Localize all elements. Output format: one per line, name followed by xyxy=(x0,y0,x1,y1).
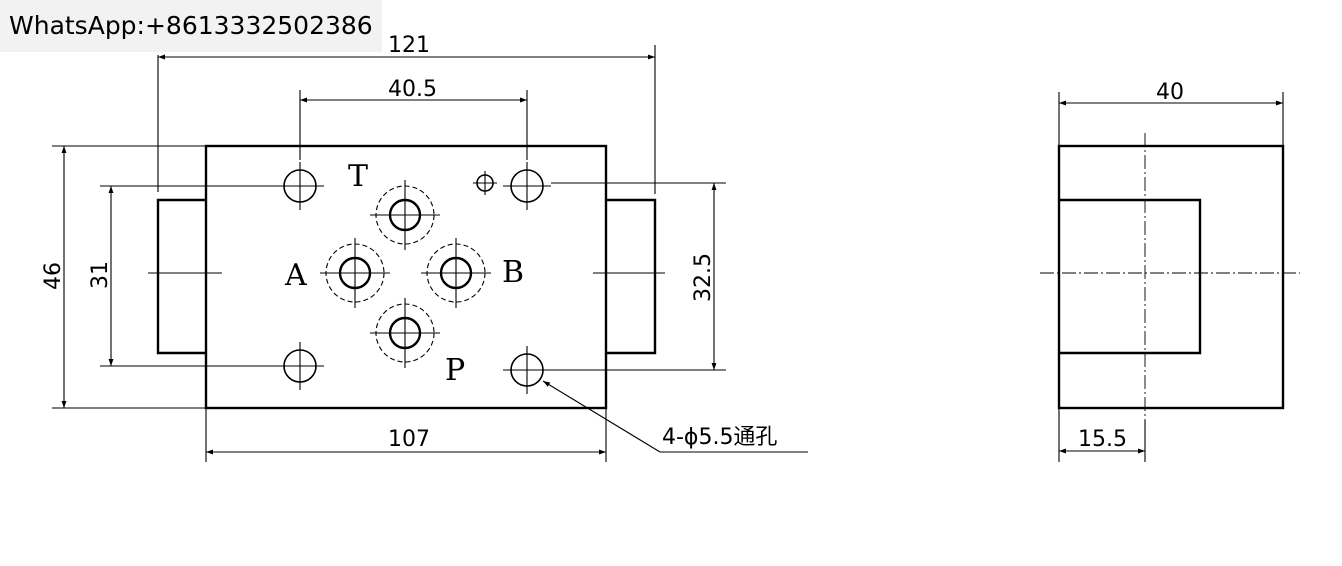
dim-side-offset: 15.5 xyxy=(1058,408,1146,462)
dim-overall-width: 121 xyxy=(157,33,656,194)
hole-note-leader: 4-ϕ5.5通孔 xyxy=(542,380,808,453)
port-b-hole xyxy=(421,238,491,308)
right-flange xyxy=(606,198,657,355)
side-view: 40 15.5 xyxy=(1040,80,1300,462)
front-view: T A B P 121 40.5 46 xyxy=(41,33,808,462)
dim-mount-spacing: 32.5 xyxy=(551,182,726,371)
mounting-hole-br xyxy=(503,346,551,394)
dim-body-height-text: 46 xyxy=(41,262,66,290)
valve-body xyxy=(204,144,608,410)
dim-hole-spacing-text: 40.5 xyxy=(388,77,437,102)
dim-body-width-text: 107 xyxy=(388,427,430,452)
port-p-label: P xyxy=(445,353,465,388)
dim-overall-width-text: 121 xyxy=(388,33,430,58)
mounting-hole-tl xyxy=(276,162,324,210)
side-cavity xyxy=(1059,198,1202,355)
port-t-label: T xyxy=(348,159,368,194)
port-a-hole xyxy=(320,238,390,308)
whatsapp-contact-label: WhatsApp:+8613332502386 xyxy=(0,0,382,52)
locating-pin-hole xyxy=(473,171,497,195)
port-a-label: A xyxy=(284,258,307,293)
dim-mount-spacing-text: 32.5 xyxy=(691,253,716,302)
hole-note-text: 4-ϕ5.5通孔 xyxy=(662,425,777,450)
dim-flange-height-text: 31 xyxy=(88,261,113,289)
left-flange xyxy=(156,198,206,355)
port-p-hole xyxy=(370,298,440,368)
dim-body-height: 46 xyxy=(41,145,206,409)
mounting-hole-tr xyxy=(503,162,551,210)
mounting-hole-bl xyxy=(276,342,324,390)
port-b-label: B xyxy=(502,255,524,290)
dim-body-width: 107 xyxy=(205,408,607,462)
port-t-hole xyxy=(370,180,440,250)
dim-side-width-text: 40 xyxy=(1156,80,1184,105)
dim-hole-spacing: 40.5 xyxy=(299,77,528,160)
dim-side-offset-text: 15.5 xyxy=(1078,427,1127,452)
side-body xyxy=(1057,144,1285,410)
dim-flange-height: 31 xyxy=(88,185,280,367)
dim-side-width: 40 xyxy=(1058,80,1284,146)
